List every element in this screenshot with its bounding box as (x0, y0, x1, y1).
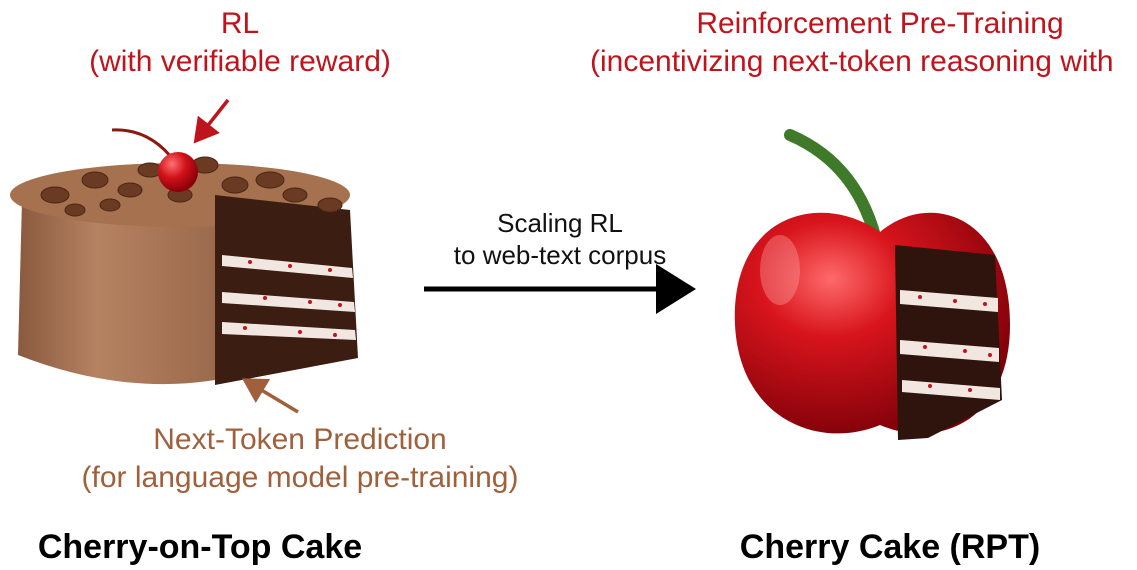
ntp-label: Next-Token Prediction (153, 423, 447, 456)
rl-pointer-arrow (193, 98, 230, 144)
cherry-cake-image (734, 129, 1010, 440)
rl-label: RL (220, 7, 260, 40)
ntp-pointer-arrow (241, 378, 299, 414)
arrow-label-line1: Scaling RL (497, 208, 623, 238)
rpt-sublabel: (incentivizing next-token reasoning with (590, 45, 1114, 78)
rpt-label: Reinforcement Pre-Training (696, 7, 1064, 40)
ntp-sublabel: (for language model pre-training) (81, 461, 519, 494)
chocolate-cake-image (10, 128, 358, 385)
rl-sublabel: (with verifiable reward) (89, 45, 391, 78)
right-caption: Cherry Cake (RPT) (739, 528, 1041, 566)
left-caption: Cherry-on-Top Cake (37, 528, 363, 566)
arrow-label-line2: to web-text corpus (453, 240, 667, 270)
